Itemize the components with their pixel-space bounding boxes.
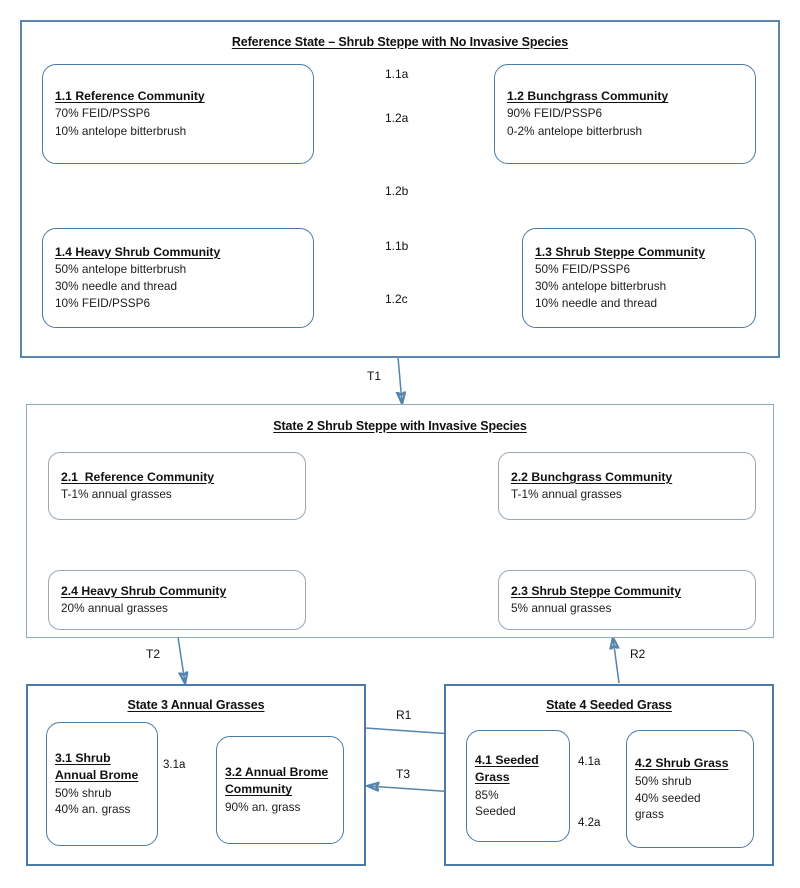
community-line: T-1% annual grasses xyxy=(511,487,622,501)
community-line: Seeded xyxy=(475,804,516,819)
community-name-4-2: Shrub Grass xyxy=(655,756,729,771)
community-number-1-1: 1.1 xyxy=(55,89,72,104)
arrow-T1 xyxy=(398,356,402,403)
community-heading-1-3: 1.3 Shrub Steppe Community xyxy=(535,244,743,260)
community-line: 50% FEID/PSSP6 xyxy=(535,261,631,276)
community-name-2-4: Heavy Shrub Community xyxy=(81,583,227,598)
community-name-4-1: Seeded Grass xyxy=(475,753,539,784)
community-line: 10% antelope bitterbrush xyxy=(55,123,187,138)
community-number-2-3: 2.3 xyxy=(511,583,528,598)
transition-label-4-2a: 4.2a xyxy=(578,817,601,829)
community-name-2-1: Reference Community xyxy=(84,469,215,484)
community-box-2-3[interactable]: 2.3 Shrub Steppe Community 5% annual gra… xyxy=(498,570,756,630)
community-name-1-3: Shrub Steppe Community xyxy=(555,244,705,259)
community-line: 70% FEID/PSSP6 xyxy=(55,106,151,121)
community-line: 5% annual grasses xyxy=(511,601,612,615)
state-title-3: State 3 Annual Grasses xyxy=(127,698,265,712)
community-heading-2-3: 2.3 Shrub Steppe Community xyxy=(511,583,743,599)
community-line: 30% antelope bitterbrush xyxy=(535,279,667,293)
transition-label-1-1a: 1.1a xyxy=(385,67,409,81)
community-box-1-2[interactable]: 1.2 Bunchgrass Community 90% FEID/PSSP6 … xyxy=(494,64,756,164)
arrow-T2 xyxy=(178,636,185,683)
community-box-2-1[interactable]: 2.1 Reference Community T-1% annual gras… xyxy=(48,452,306,520)
community-name-3-2: Annual Brome Community xyxy=(225,765,329,797)
community-name-1-1: Reference Community xyxy=(75,89,205,104)
transition-label-1-1b: 1.1b xyxy=(385,239,409,253)
community-box-2-2[interactable]: 2.2 Bunchgrass Community T-1% annual gra… xyxy=(498,452,756,520)
state-title-1: Reference State – Shrub Steppe with No I… xyxy=(231,35,569,49)
community-line: 10% needle and thread xyxy=(535,296,658,311)
transition-label-1-2b: 1.2b xyxy=(385,184,409,198)
community-line: T-1% annual grasses xyxy=(61,487,172,501)
community-line: 20% annual grasses xyxy=(61,601,168,615)
community-box-4-2[interactable]: 4.2 Shrub Grass 50% shrub 40% seeded gra… xyxy=(626,730,754,848)
community-heading-2-1: 2.1 Reference Community xyxy=(61,469,293,485)
community-name-1-2: Bunchgrass Community xyxy=(527,89,669,104)
community-number-2-2: 2.2 xyxy=(511,469,528,484)
community-heading-2-4: 2.4 Heavy Shrub Community xyxy=(61,583,293,599)
community-number-1-2: 1.2 xyxy=(507,89,524,104)
community-line: grass xyxy=(635,807,664,822)
community-box-1-4[interactable]: 1.4 Heavy Shrub Community 50% antelope b… xyxy=(42,228,314,328)
community-number-2-4: 2.4 xyxy=(61,583,78,598)
community-line: 50% shrub xyxy=(635,774,692,789)
transition-label-R1: R1 xyxy=(396,708,412,722)
community-line: 10% FEID/PSSP6 xyxy=(55,296,151,311)
community-line: 85% xyxy=(475,787,499,802)
state-title-2: State 2 Shrub Steppe with Invasive Speci… xyxy=(273,419,527,433)
transition-label-T2: T2 xyxy=(146,647,161,661)
community-box-3-2[interactable]: 3.2 Annual Brome Community 90% an. grass xyxy=(216,736,344,844)
community-box-1-1[interactable]: 1.1 Reference Community 70% FEID/PSSP6 1… xyxy=(42,64,314,164)
community-line: 50% antelope bitterbrush xyxy=(55,261,187,276)
arrow-R2 xyxy=(613,638,619,684)
community-heading-3-1: 3.1 Shrub Annual Brome xyxy=(55,750,149,784)
community-heading-4-1: 4.1 Seeded Grass xyxy=(475,752,561,786)
community-heading-2-2: 2.2 Bunchgrass Community xyxy=(511,469,743,485)
transition-label-T3: T3 xyxy=(396,767,411,781)
community-box-2-4[interactable]: 2.4 Heavy Shrub Community 20% annual gra… xyxy=(48,570,306,630)
transition-label-1-2c: 1.2c xyxy=(385,292,408,306)
community-name-2-3: Shrub Steppe Community xyxy=(531,583,681,598)
community-line: 50% shrub xyxy=(55,785,112,800)
community-box-3-1[interactable]: 3.1 Shrub Annual Brome 50% shrub 40% an.… xyxy=(46,722,158,846)
transition-label-4-1a: 4.1a xyxy=(578,756,601,768)
community-box-4-1[interactable]: 4.1 Seeded Grass 85% Seeded xyxy=(466,730,570,842)
community-name-3-1: Shrub Annual Brome xyxy=(55,751,139,782)
community-heading-1-4: 1.4 Heavy Shrub Community xyxy=(55,244,301,260)
community-line: 40% an. grass xyxy=(55,802,131,817)
community-line: 90% FEID/PSSP6 xyxy=(507,106,603,121)
community-number-1-4: 1.4 xyxy=(55,244,72,259)
community-line: 90% an. grass xyxy=(225,800,301,815)
community-number-2-1: 2.1 xyxy=(61,469,78,484)
community-heading-3-2: 3.2 Annual Brome Community xyxy=(225,764,335,798)
transition-label-1-2a: 1.2a xyxy=(385,111,409,125)
community-number-4-1: 4.1 xyxy=(475,753,492,768)
community-line: 0-2% antelope bitterbrush xyxy=(507,123,643,138)
community-number-1-3: 1.3 xyxy=(535,244,552,259)
community-heading-1-2: 1.2 Bunchgrass Community xyxy=(507,88,743,104)
community-heading-1-1: 1.1 Reference Community xyxy=(55,88,301,104)
community-number-4-2: 4.2 xyxy=(635,756,652,771)
transition-label-R2: R2 xyxy=(630,647,646,661)
transition-label-T1: T1 xyxy=(367,369,382,383)
community-number-3-1: 3.1 xyxy=(55,751,72,766)
community-line: 30% needle and thread xyxy=(55,279,178,293)
community-name-1-4: Heavy Shrub Community xyxy=(75,244,221,259)
transition-label-3-1a: 3.1a xyxy=(163,759,186,771)
state-title-4: State 4 Seeded Grass xyxy=(546,698,672,712)
community-heading-4-2: 4.2 Shrub Grass xyxy=(635,755,745,772)
community-line: 40% seeded xyxy=(635,790,701,805)
community-box-1-3[interactable]: 1.3 Shrub Steppe Community 50% FEID/PSSP… xyxy=(522,228,756,328)
community-number-3-2: 3.2 xyxy=(225,765,242,780)
community-name-2-2: Bunchgrass Community xyxy=(531,469,673,484)
